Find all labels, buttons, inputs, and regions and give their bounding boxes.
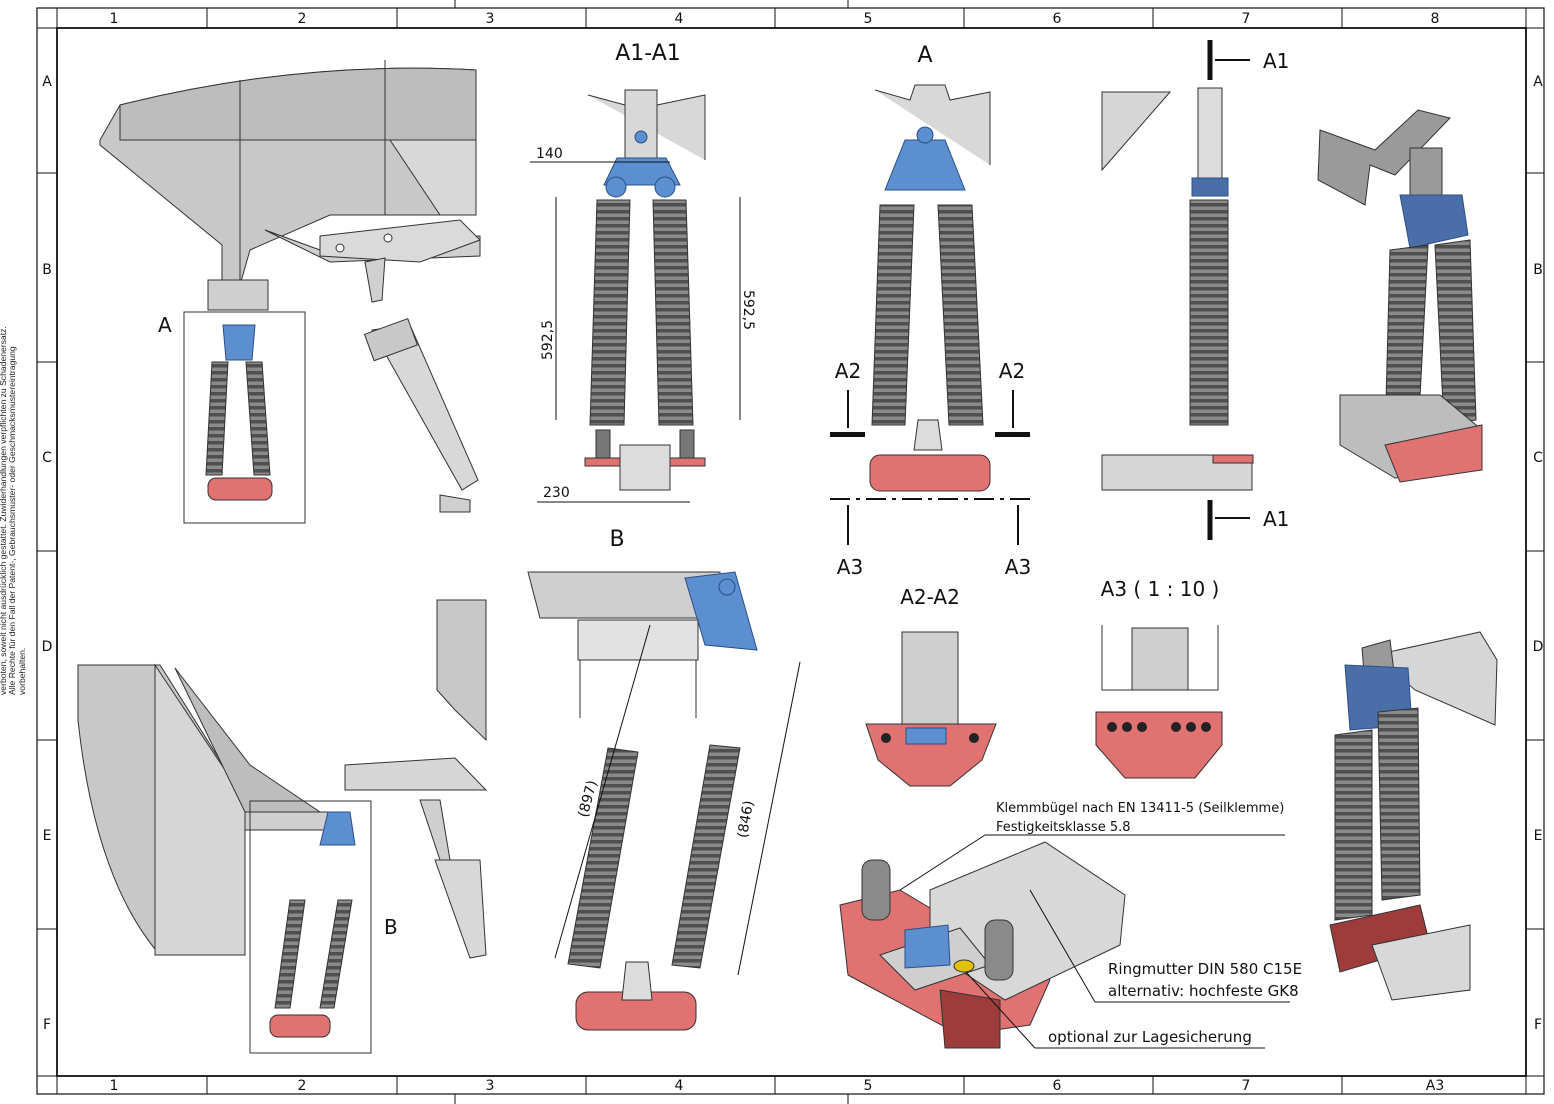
col-label-5: 5: [864, 11, 873, 27]
row-labels-right: A B C D E F: [1533, 74, 1544, 1033]
column-labels-bottom: 1 2 3 4 5 6 7 A3: [110, 1078, 1445, 1094]
col-label-2: 2: [298, 11, 307, 27]
column-labels-top: 1 2 3 4 5 6 7 8: [110, 11, 1440, 27]
note-clamp-line1: Klemmbügel nach EN 13411-5 (Seilklemme): [996, 801, 1284, 816]
iso-view-top: [1317, 109, 1483, 483]
row-label-b: B: [42, 262, 52, 278]
detail-a-label: A: [158, 313, 172, 337]
hopper-assembly-top: [99, 60, 481, 513]
view-b-title: B: [609, 527, 624, 552]
section-a3-title: A3 ( 1 : 10 ): [1101, 577, 1220, 601]
row-label-e: E: [1534, 828, 1543, 844]
section-mark-a2-left: A2: [835, 359, 861, 383]
row-label-f: F: [43, 1017, 51, 1033]
row-label-a: A: [1533, 74, 1543, 90]
col-label-8: 8: [1431, 11, 1440, 27]
section-mark-a1-top: A1: [1263, 49, 1289, 73]
col-label-7: 7: [1242, 11, 1251, 27]
col-label-4: 4: [675, 1078, 684, 1094]
section-a2-view: A2-A2: [865, 585, 997, 787]
section-mark-a1-bottom: A1: [1263, 507, 1289, 531]
note-optional: optional zur Lagesicherung: [1048, 1028, 1252, 1046]
col-label-4: 4: [675, 11, 684, 27]
sheet-format-label: A3: [1426, 1078, 1444, 1094]
section-a1-title: A1-A1: [615, 41, 681, 66]
view-a-title: A: [917, 43, 932, 68]
col-label-3: 3: [486, 11, 495, 27]
clamp-detail-view: Klemmbügel nach EN 13411-5 (Seilklemme) …: [839, 801, 1302, 1049]
col-label-5: 5: [864, 1078, 873, 1094]
col-label-1: 1: [110, 1078, 119, 1094]
dim-length-right: 592,5: [740, 290, 756, 330]
col-label-6: 6: [1053, 1078, 1062, 1094]
row-label-e: E: [43, 828, 52, 844]
detail-b-label: B: [384, 915, 398, 939]
row-label-a: A: [42, 74, 52, 90]
row-label-f: F: [1534, 1017, 1542, 1033]
side-view: A1 A1: [1101, 40, 1289, 540]
note-ring-line1: Ringmutter DIN 580 C15E: [1108, 960, 1302, 978]
detail-b-frame: B: [249, 800, 398, 1054]
row-label-d: D: [42, 639, 53, 655]
dim-length-left: 592,5: [540, 320, 556, 360]
section-a2-title: A2-A2: [900, 585, 960, 609]
detail-a-frame: A: [158, 311, 306, 524]
col-label-6: 6: [1053, 11, 1062, 27]
hopper-assembly-bottom: [77, 599, 488, 959]
row-label-c: C: [42, 450, 52, 466]
grid-ticks: [37, 0, 1544, 1104]
dim-width-bottom: 230: [543, 485, 570, 501]
row-label-d: D: [1533, 639, 1544, 655]
section-a1-view: A1-A1 140 592,5 592,5 230: [530, 41, 756, 503]
note-clamp-line2: Festigkeitsklasse 5.8: [996, 820, 1131, 835]
col-label-7: 7: [1242, 1078, 1251, 1094]
row-label-b: B: [1533, 262, 1543, 278]
dim-ref-right: (846): [735, 799, 757, 839]
row-label-c: C: [1533, 450, 1543, 466]
col-label-3: 3: [486, 1078, 495, 1094]
dim-width-top: 140: [536, 146, 563, 162]
note-ring-line2: alternativ: hochfeste GK8: [1108, 982, 1299, 1000]
iso-view-bottom: [1329, 631, 1498, 1001]
section-mark-a2-right: A2: [999, 359, 1025, 383]
copyright-notice: Weitergabe sowie Vervielfältigung dieses…: [0, 326, 27, 695]
section-mark-a3-left: A3: [837, 555, 863, 579]
section-mark-a3-right: A3: [1005, 555, 1031, 579]
view-b: B (897) (846): [527, 527, 801, 1031]
view-a: A A2 A2 A3 A3: [830, 43, 1036, 579]
col-label-1: 1: [110, 11, 119, 27]
row-labels-left: A B C D E F: [42, 74, 53, 1033]
col-label-2: 2: [298, 1078, 307, 1094]
section-a3-view: A3 ( 1 : 10 ): [1095, 577, 1223, 779]
